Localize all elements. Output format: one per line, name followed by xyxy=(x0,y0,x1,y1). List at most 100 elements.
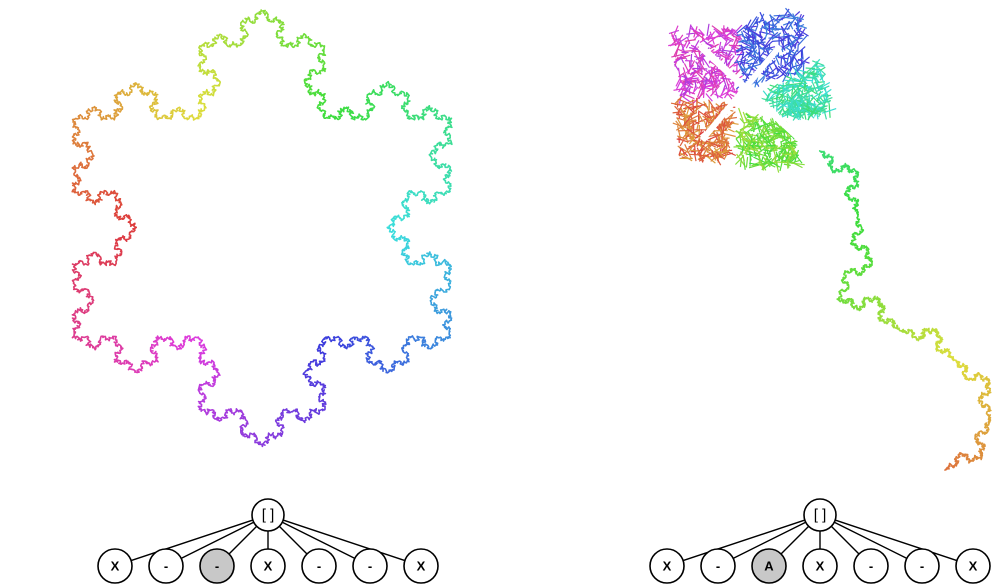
kite-texture-stroke xyxy=(677,139,683,140)
tree-child-label: X xyxy=(816,559,825,574)
snowflake-segment xyxy=(115,196,122,205)
snowflake-segment xyxy=(72,162,81,172)
snowflake-segment xyxy=(318,50,326,58)
snowflake-segment xyxy=(430,196,437,204)
tree-child-node: X xyxy=(803,549,837,583)
snowflake-segment xyxy=(317,381,325,389)
snowflake-segment xyxy=(137,366,143,373)
tree-child-node: X xyxy=(98,549,132,583)
snowflake-segment xyxy=(317,358,325,366)
snowflake-segment xyxy=(317,108,325,114)
snowflake-segment xyxy=(80,142,90,147)
snowflake-segment xyxy=(140,91,150,96)
snowflake-segment xyxy=(240,35,248,42)
kite-tail-segment xyxy=(851,243,858,246)
snowflake-segment xyxy=(367,90,374,98)
kite-tail-segment xyxy=(986,387,990,391)
snowflake-segment xyxy=(392,361,403,366)
snowflake-segment xyxy=(444,333,451,341)
snowflake-segment xyxy=(305,413,312,422)
snowflake-segment xyxy=(233,41,244,47)
snowflake-segment xyxy=(422,342,431,349)
snowflake-segment xyxy=(318,90,325,99)
snowflake-segment xyxy=(347,340,354,348)
snowflake-segment xyxy=(309,360,318,366)
snowflake-segment xyxy=(402,106,408,114)
snowflake-segment xyxy=(317,67,326,74)
snowflake-segment xyxy=(429,155,436,164)
snowflake-segment xyxy=(366,357,373,364)
kite-tail-segment xyxy=(846,282,849,288)
snowflake-segment xyxy=(192,114,201,120)
snowflake-segment xyxy=(234,409,243,415)
tree-child-label: - xyxy=(317,559,321,574)
kite-texture-stroke xyxy=(806,68,816,69)
snowflake-segment xyxy=(308,43,318,47)
snowflake-segment xyxy=(280,43,291,48)
kite-texture-stroke xyxy=(781,58,782,66)
kite-tail-segment xyxy=(953,359,958,363)
snowflake-segment xyxy=(403,357,410,365)
snowflake-segment xyxy=(444,277,451,283)
snowflake-segment xyxy=(407,191,416,196)
snowflake-segment xyxy=(123,90,132,96)
snowflake-segment xyxy=(74,172,81,181)
snowflake-segment xyxy=(199,350,206,358)
tree-root-node: [ ] xyxy=(252,499,284,531)
kite-texture-stroke xyxy=(744,58,746,66)
snowflake-segment xyxy=(338,107,347,115)
tree-edge xyxy=(781,526,809,554)
kite-texture-stroke xyxy=(778,57,788,58)
snowflake-segment xyxy=(80,191,91,195)
snowflake-segment xyxy=(88,300,94,309)
snowflake-segment xyxy=(73,269,82,276)
tree-child-label: - xyxy=(716,559,720,574)
kite-texture-stroke xyxy=(746,113,755,120)
kite-texture-stroke xyxy=(750,151,751,166)
snowflake-segment xyxy=(207,90,216,96)
snowflake-segment xyxy=(240,422,248,430)
tree-edge xyxy=(279,526,307,554)
snowflake-segment xyxy=(392,91,401,95)
snowflake-segment xyxy=(109,260,117,266)
snowflake-segment xyxy=(435,289,444,293)
kite-texture-stroke xyxy=(798,44,799,52)
snowflake-segment xyxy=(241,430,248,438)
snowflake-segment xyxy=(121,360,132,364)
kite-texture-stroke xyxy=(774,15,789,16)
kite-tail-segment xyxy=(878,313,882,318)
tree-child-node: - xyxy=(854,549,888,583)
snowflake-segment xyxy=(422,252,430,259)
tree-diagram-left: [ ]X--X--X xyxy=(98,499,438,583)
kite-texture-stroke xyxy=(788,37,789,46)
kite-tail-segment xyxy=(861,246,867,249)
snowflake-segment xyxy=(73,132,80,140)
snowflake-segment xyxy=(151,342,158,351)
kite-texture-stroke xyxy=(792,163,805,165)
kite-texture-stroke xyxy=(758,40,759,51)
snowflake-segment xyxy=(114,99,122,108)
kite-texture-stroke xyxy=(798,21,799,31)
snowflake-segment xyxy=(72,188,80,196)
snowflake-segment xyxy=(402,195,409,203)
snowflake-segment xyxy=(388,366,395,373)
snowflake-segment xyxy=(255,10,261,19)
tree-edge xyxy=(831,526,859,554)
kite-tail-segment xyxy=(955,457,960,460)
tree-child-node: - xyxy=(302,549,336,583)
snowflake-segment xyxy=(445,260,451,269)
snowflake-segment xyxy=(95,195,102,204)
snowflake-segment xyxy=(444,172,451,179)
kite-texture-stroke xyxy=(705,112,712,113)
snowflake-segment xyxy=(81,336,91,341)
kite-tail-segment xyxy=(945,468,948,471)
snowflake-segment xyxy=(262,11,268,18)
snowflake-segment xyxy=(304,75,311,82)
kite-texture-stroke xyxy=(689,88,690,95)
snowflake-segment xyxy=(277,27,284,34)
kite-tail-segment xyxy=(974,373,978,377)
tree-child-label: - xyxy=(920,559,924,574)
snowflake-segment xyxy=(429,106,438,115)
snowflake-segment xyxy=(281,409,290,414)
